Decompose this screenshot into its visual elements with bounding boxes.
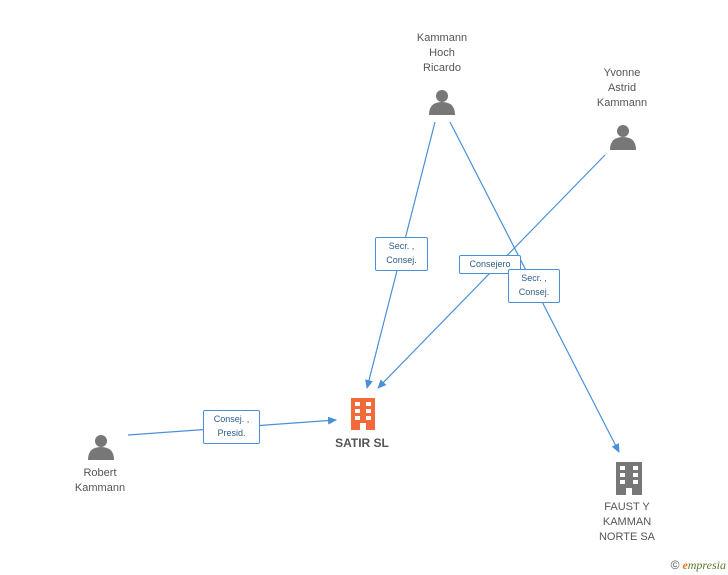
person-icon[interactable]: [88, 435, 114, 460]
edge-label-hoch-satir: Secr. , Consej.: [375, 237, 428, 271]
empresia-watermark: ©empresia: [671, 558, 726, 573]
person-label-yvonne[interactable]: Yvonne Astrid Kammann: [596, 67, 648, 109]
person-icon[interactable]: [429, 90, 455, 115]
person-label-kammann-hoch[interactable]: Kammann Hoch Ricardo: [416, 32, 468, 74]
edge-label-yvonne-satir: Consejero: [459, 255, 521, 274]
building-icon[interactable]: [616, 462, 642, 495]
company-label-satir[interactable]: SATIR SL: [335, 436, 389, 450]
copyright-symbol: ©: [670, 558, 680, 572]
company-label-faust[interactable]: FAUST Y KAMMAN NORTE SA: [598, 501, 656, 543]
edge-label-hoch-faust: Secr. , Consej.: [508, 269, 560, 303]
edge-label-robert-satir: Consej. , Presid.: [203, 410, 260, 444]
brand-initial: e: [682, 558, 688, 572]
building-icon[interactable]: [351, 398, 375, 430]
person-label-robert[interactable]: Robert Kammann: [74, 467, 126, 494]
brand-name: mpresia: [687, 558, 726, 572]
person-icon[interactable]: [610, 125, 636, 150]
